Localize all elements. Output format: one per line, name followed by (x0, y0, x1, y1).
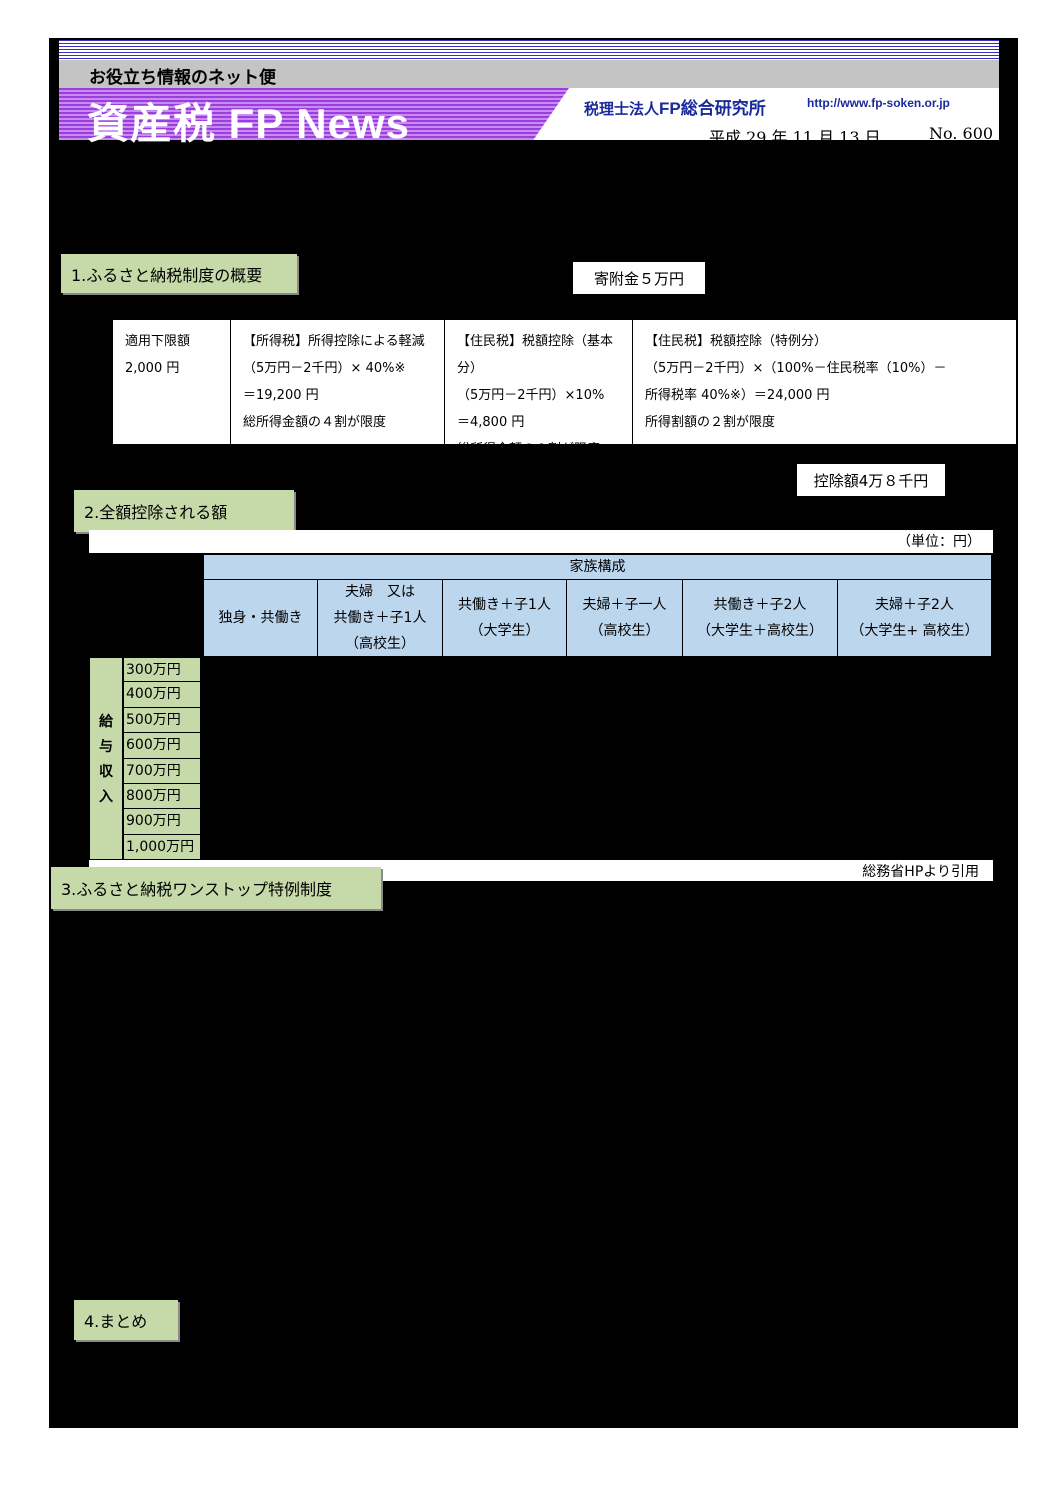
header-tagline-bar: お役立ち情報のネット便 (59, 60, 999, 88)
table-cell-resident-tax-basic: 【住民税】税額控除（基本分） （5万円－2千円）×10% ＝4,800 円 総所… (445, 320, 633, 457)
header-banner: 資産税 FP News 税理士法人FP総合研究所 http://www.fp-s… (59, 88, 999, 147)
table-row: 400万円 (123, 682, 201, 708)
section3-heading: 3.ふるさと納税ワンストップ特例制度 (51, 867, 381, 909)
website-link[interactable]: http://www.fp-soken.or.jp (807, 96, 950, 110)
section2-heading: 2.全額控除される額 (74, 490, 294, 532)
table-unit-bar: （単位：円） (89, 530, 993, 553)
issue-number: No. 600 (929, 124, 994, 143)
table-source: 総務省HPより引用 (862, 864, 979, 880)
column-header-single: 独身・共働き (204, 579, 318, 657)
column-header-dual-2: 共働き＋子2人（大学生＋高校生） (683, 579, 838, 657)
table-row: 300万円 (123, 657, 201, 683)
table-row: 900万円 (123, 809, 201, 835)
organization-prefix: 税理士法人 (584, 102, 660, 118)
deduction-breakdown-table: 適用下限額 2,000 円 【所得税】所得控除による軽減 （5万円－2千円）× … (113, 320, 1016, 457)
table-cell-lower-limit: 適用下限額 2,000 円 (113, 320, 231, 444)
table-row: 600万円 (123, 733, 201, 759)
table-cell-resident-tax-special: 【住民税】税額控除（特例分） （5万円－2千円）×（100%－住民税率（10%）… (645, 334, 947, 430)
deduction-amount-label: 控除額4万８千円 (797, 464, 945, 496)
family-structure-header: 家族構成 独身・共働き 夫婦 又は共働き＋子1人（高校生） 共働き＋子1人（大学… (203, 554, 992, 657)
column-header-dual-1-university: 共働き＋子1人（大学生） (443, 579, 567, 657)
family-structure-title: 家族構成 (204, 555, 991, 580)
column-header-couple-2: 夫婦＋子2人（大学生+ 高校生） (850, 597, 979, 639)
header-title-band (59, 88, 569, 140)
column-header-couple-1-highschool: 夫婦＋子一人（高校生） (567, 579, 683, 657)
issue-date: 平成 29 年 11 月 13 日 (709, 128, 881, 147)
organization-name: 税理士法人FP総合研究所 (584, 94, 766, 119)
table-row: 800万円 (123, 783, 201, 810)
donation-label: 寄附金５万円 (573, 262, 705, 294)
section1-heading: 1.ふるさと納税制度の概要 (61, 254, 297, 293)
organization-main: FP総合研究所 (659, 99, 766, 118)
header-stripes (59, 40, 999, 60)
salary-income-label: 給 与 収 入 (99, 714, 113, 805)
table-cell-income-tax: 【所得税】所得控除による軽減 （5万円－2千円）× 40%※ ＝19,200 円… (231, 320, 445, 444)
salary-income-label-cell: 給 与 収 入 (89, 657, 123, 860)
salary-income-rows: 300万円 400万円 500万円 600万円 700万円 800万円 900万… (123, 657, 201, 861)
table-unit: （単位：円） (897, 534, 981, 550)
section4-heading: 4.まとめ (74, 1300, 178, 1340)
newsletter-title: 資産税 FP News (87, 100, 410, 147)
column-header-couple: 夫婦 又は共働き＋子1人（高校生） (318, 579, 443, 657)
table-row: 500万円 (123, 707, 201, 734)
header-tagline: お役立ち情報のネット便 (89, 68, 276, 88)
table-row: 1,000万円 (123, 834, 201, 861)
table-row: 700万円 (123, 758, 201, 784)
